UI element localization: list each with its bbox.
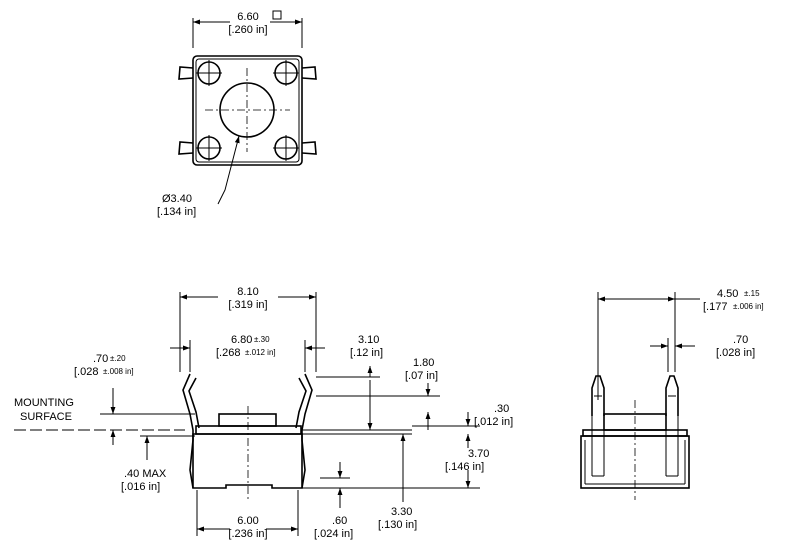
lead-span-tol-mm: ±.30 — [254, 335, 270, 344]
mounting-label-1: MOUNTING — [14, 397, 74, 409]
body-base — [192, 433, 303, 489]
h180-in: [.07 in] — [405, 370, 438, 382]
standoff-in: [.012 in] — [474, 416, 513, 428]
h310-mm: 3.10 — [358, 334, 379, 346]
side-view: 4.50 ±.15 [.177 ±.006 in] .70 [.028 in] — [580, 288, 764, 500]
depth-tol-in: ±.006 in] — [733, 302, 764, 311]
base-width-in: [.236 in] — [228, 528, 267, 540]
lead-thk-tol-mm: ±.20 — [110, 354, 126, 363]
lead-span-in: [.268 — [216, 347, 240, 359]
body-cover — [195, 425, 302, 435]
flatness-symbol — [272, 10, 282, 20]
front-view: 8.10 [.319 in] 6.80 ±.30 [.268 ±.012 in]… — [14, 286, 513, 540]
right-lead — [301, 373, 313, 489]
gap-mm: .60 — [332, 515, 347, 527]
left-lead — [182, 373, 194, 489]
overall-width-mm: 8.10 — [237, 286, 258, 298]
body-height-in: [.146 in] — [445, 461, 484, 473]
top-width-mm: 6.60 — [237, 11, 258, 23]
h310-in: [.12 in] — [350, 347, 383, 359]
tab-right-bottom — [301, 141, 317, 155]
overall-width-in: [.319 in] — [228, 299, 267, 311]
diameter-in: [.134 in] — [157, 206, 196, 218]
top-view: 6.60 [.260 in] — [157, 10, 317, 218]
lead-span-tol-in: ±.012 in] — [245, 348, 276, 357]
gap-in: [.024 in] — [314, 528, 353, 540]
h180-mm: 1.80 — [413, 357, 434, 369]
depth-mm: 4.50 — [717, 288, 738, 300]
pin-in: [.028 in] — [716, 347, 755, 359]
max-in: [.016 in] — [121, 481, 160, 493]
side-pin-right — [665, 375, 679, 416]
tab-right-top — [301, 66, 317, 80]
top-width-in: [.260 in] — [228, 24, 267, 36]
top-body-outline — [192, 55, 303, 166]
lead-thk-in: [.028 — [74, 366, 98, 378]
lead-thk-mm: .70 — [93, 353, 108, 365]
corner-hole-br — [273, 135, 299, 161]
mounting-label-2: SURFACE — [20, 411, 72, 423]
base-width-mm: 6.00 — [237, 515, 258, 527]
diameter-mm: Ø3.40 — [162, 193, 192, 205]
body-height-mm: 3.70 — [468, 448, 489, 460]
lead-span-mm: 6.80 — [231, 334, 252, 346]
pin-mm: .70 — [733, 334, 748, 346]
actuator-top — [218, 413, 277, 427]
base-height-mm: 3.30 — [391, 506, 412, 518]
depth-in: [.177 — [703, 301, 727, 313]
depth-tol-mm: ±.15 — [744, 289, 760, 298]
side-pin-left — [591, 375, 605, 416]
corner-hole-bl — [196, 135, 222, 161]
base-height-in: [.130 in] — [378, 519, 417, 531]
lead-thk-tol-in: ±.008 in] — [103, 367, 134, 376]
standoff-mm: .30 — [494, 403, 509, 415]
corner-hole-tl — [196, 60, 222, 86]
corner-hole-tr — [273, 60, 299, 86]
tab-left-top — [178, 66, 194, 80]
tab-left-bottom — [178, 141, 194, 155]
max-mm: .40 MAX — [124, 468, 167, 480]
